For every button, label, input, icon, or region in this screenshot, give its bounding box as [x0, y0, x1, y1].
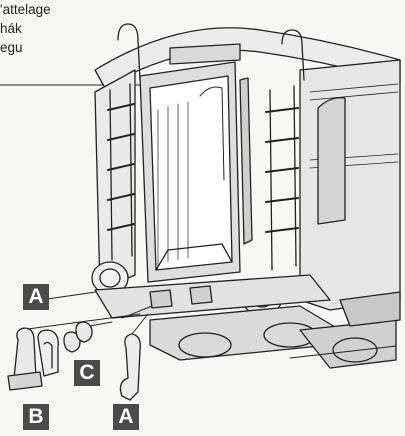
right-ladder — [265, 29, 305, 271]
label-a-bottom: A — [113, 404, 139, 430]
car-end-wall — [94, 69, 136, 291]
left-ladder — [107, 23, 141, 261]
label-b: B — [23, 404, 49, 430]
coupling-screw-part — [63, 321, 113, 353]
label-c: C — [74, 360, 100, 386]
instruction-caption: 'attelage hák egu — [0, 0, 110, 57]
coupling-hook-part — [119, 313, 149, 401]
caption-line-3: egu — [0, 40, 23, 55]
car-body-side — [299, 59, 401, 311]
caption-line-2: hák — [0, 21, 22, 36]
label-a-top: A — [23, 284, 49, 310]
caption-line-1: 'attelage — [0, 2, 51, 17]
bogie — [149, 291, 401, 369]
coupling-link-part — [7, 327, 59, 391]
